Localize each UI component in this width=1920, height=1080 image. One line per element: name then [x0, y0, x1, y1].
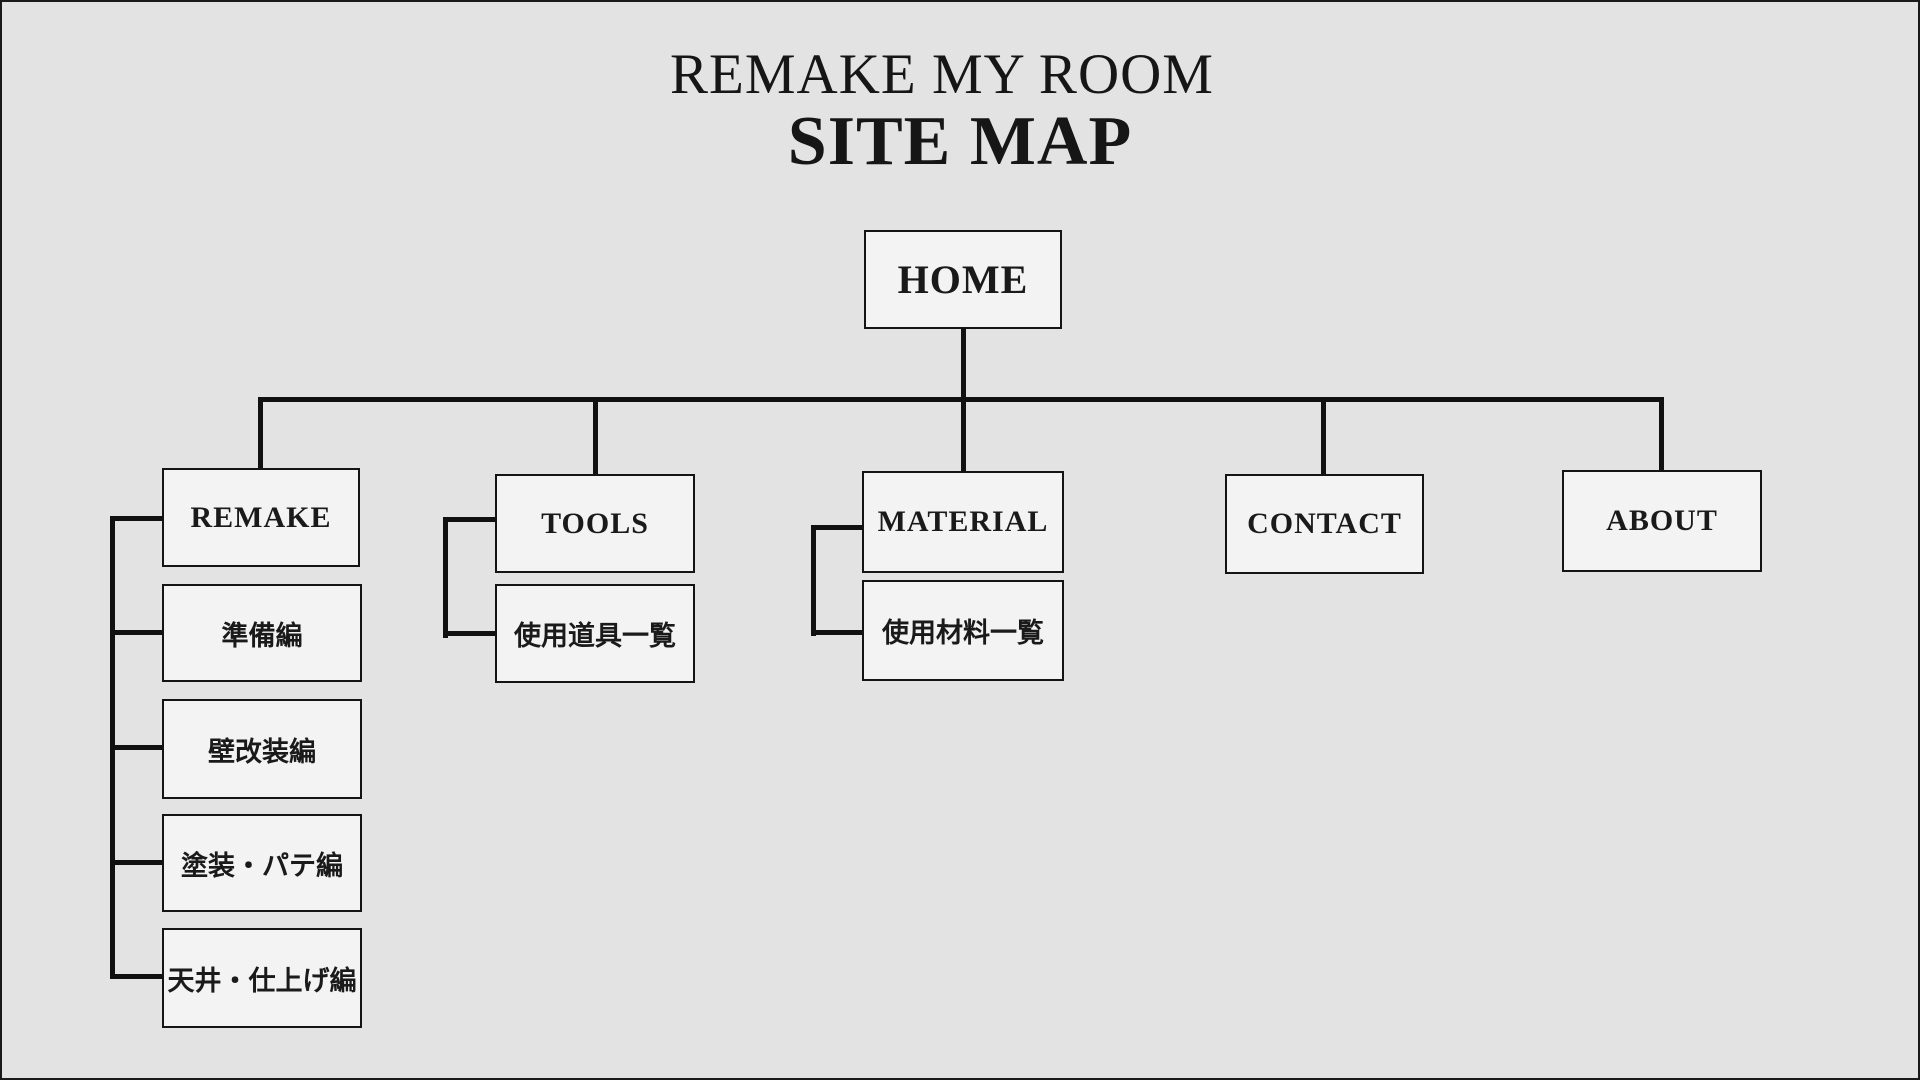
- node-material[interactable]: MATERIAL: [862, 471, 1064, 573]
- node-remake-child-junbi-label: 準備編: [221, 620, 303, 651]
- connector-remake-branch-4: [110, 974, 162, 979]
- node-remake-child-tosou-label: 塗装・パテ編: [181, 850, 343, 881]
- connector-tools-stub-top: [443, 517, 495, 522]
- node-contact[interactable]: CONTACT: [1225, 474, 1424, 574]
- node-material-child-list[interactable]: 使用材料一覧: [862, 580, 1064, 681]
- node-tools-child-list[interactable]: 使用道具一覧: [495, 584, 695, 683]
- connector-tools-drop: [593, 400, 598, 474]
- node-remake-child-tosou[interactable]: 塗装・パテ編: [162, 814, 362, 912]
- node-about[interactable]: ABOUT: [1562, 470, 1762, 572]
- node-material-child-list-label: 使用材料一覧: [882, 618, 1044, 648]
- connector-remake-drop: [258, 400, 263, 468]
- node-remake-child-tenjou-label: 天井・仕上げ編: [167, 965, 357, 996]
- connector-remake-branch-1: [110, 630, 162, 635]
- connector-top-bus: [258, 397, 1664, 402]
- node-remake-child-tenjou[interactable]: 天井・仕上げ編: [162, 928, 362, 1028]
- connector-remake-branch-3: [110, 860, 162, 865]
- node-contact-label: CONTACT: [1247, 507, 1402, 540]
- connector-material-trunk: [811, 525, 816, 636]
- node-remake-child-kabe[interactable]: 壁改装編: [162, 699, 362, 799]
- node-material-label: MATERIAL: [877, 505, 1049, 538]
- node-remake-label: REMAKE: [190, 500, 332, 534]
- node-home-label: HOME: [897, 257, 1029, 302]
- node-home[interactable]: HOME: [864, 230, 1062, 329]
- node-tools[interactable]: TOOLS: [495, 474, 695, 573]
- connector-about-drop: [1659, 400, 1664, 470]
- node-about-label: ABOUT: [1606, 504, 1718, 537]
- connector-remake-branch-2: [110, 745, 162, 750]
- page-title: SITE MAP: [787, 103, 1133, 180]
- node-tools-label: TOOLS: [541, 506, 649, 540]
- node-remake-child-kabe-label: 壁改装編: [208, 736, 316, 767]
- connector-material-stub-top: [811, 525, 862, 530]
- node-remake-child-junbi[interactable]: 準備編: [162, 584, 362, 682]
- node-remake[interactable]: REMAKE: [162, 468, 360, 567]
- connector-tools-trunk: [443, 517, 448, 638]
- node-tools-child-list-label: 使用道具一覧: [514, 621, 676, 651]
- connector-tools-branch: [443, 631, 495, 636]
- connector-contact-drop: [1321, 400, 1326, 474]
- site-title: REMAKE MY ROOM: [670, 43, 1214, 106]
- connector-material-branch: [811, 630, 862, 635]
- connector-remake-stub: [110, 516, 162, 521]
